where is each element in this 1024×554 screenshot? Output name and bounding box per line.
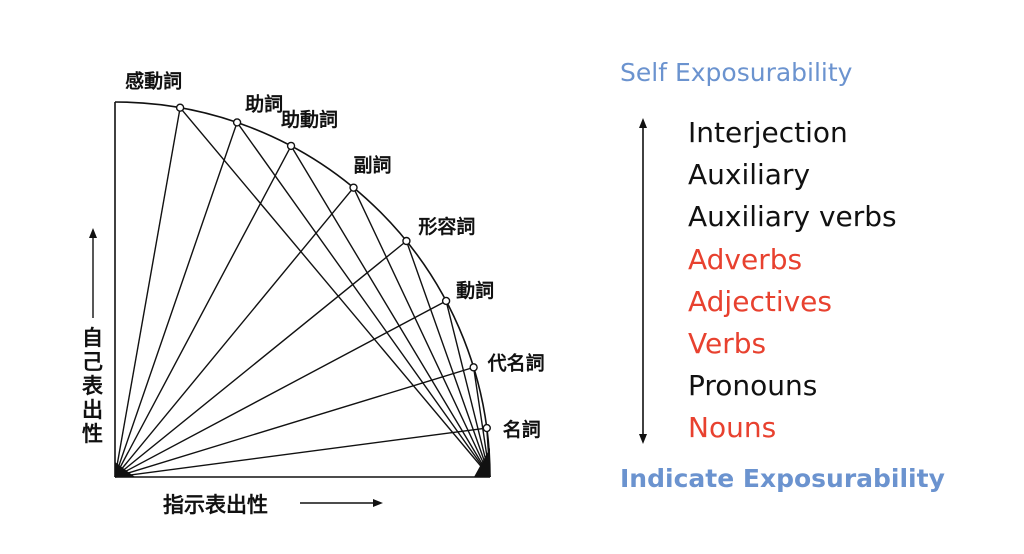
ray-to-right-origin — [179, 107, 491, 478]
part-of-speech-label: 助動詞 — [281, 108, 338, 131]
ray-to-left-origin — [114, 145, 292, 478]
x-axis-arrowhead-icon — [373, 499, 383, 507]
x-axis-label: 指示表出性 — [163, 493, 268, 517]
ray-to-left-origin — [114, 240, 407, 478]
arc — [114, 101, 491, 478]
part-of-speech-label: 副詞 — [354, 154, 392, 177]
part-of-speech-label: 代名詞 — [487, 351, 545, 374]
arc-point — [286, 141, 296, 151]
part-of-speech-label: 形容詞 — [418, 215, 475, 238]
legend-item: Auxiliary — [688, 158, 811, 192]
part-of-speech-label: 感動詞 — [125, 70, 182, 93]
ray-to-right-origin — [352, 187, 491, 478]
legend-item: Interjection — [688, 116, 848, 149]
arc-point — [232, 118, 242, 127]
ray-to-right-origin — [405, 240, 491, 478]
ray-to-left-origin — [114, 366, 474, 478]
indicate-exposurability-title: Indicate Exposurability — [620, 464, 945, 493]
ray-to-left-origin — [114, 187, 355, 478]
arc-point — [469, 363, 478, 372]
legend-item: Pronouns — [688, 369, 818, 403]
double-arrow-icon — [639, 118, 647, 444]
arc-point — [482, 423, 491, 433]
arc-point — [349, 183, 358, 192]
origin-fan-left — [115, 462, 135, 477]
ray-to-left-origin — [114, 122, 238, 478]
y-axis-label-char: 出 — [82, 398, 103, 422]
y-axis-label-char: 自 — [82, 326, 103, 350]
legend-item: Verbs — [688, 327, 767, 361]
arc-point — [441, 296, 451, 306]
self-exposurability-title: Self Exposurability — [620, 58, 853, 87]
part-of-speech-label: 助詞 — [245, 92, 283, 115]
part-of-speech-label: 動詞 — [456, 279, 494, 302]
y-axis-label-char: 表 — [82, 374, 104, 398]
legend-item: Adverbs — [688, 242, 803, 276]
y-axis-label-char: 己 — [82, 350, 103, 374]
ray-to-right-origin — [290, 145, 491, 478]
ray-to-left-origin — [114, 300, 447, 478]
ray-to-right-origin — [445, 300, 491, 478]
arc-point — [402, 236, 411, 246]
arc-point — [175, 103, 185, 112]
ray-to-left-origin — [114, 107, 181, 478]
legend-item: Adjectives — [688, 284, 832, 318]
legend-item: Auxiliary verbs — [688, 200, 897, 234]
legend-item: Nouns — [688, 411, 777, 445]
origin-fan-right — [474, 448, 490, 477]
ray-to-right-origin — [236, 122, 491, 478]
part-of-speech-label: 名詞 — [503, 418, 541, 441]
ray-to-left-origin — [114, 427, 487, 478]
y-axis-arrowhead-icon — [89, 228, 97, 238]
y-axis-label-char: 性 — [82, 422, 103, 446]
